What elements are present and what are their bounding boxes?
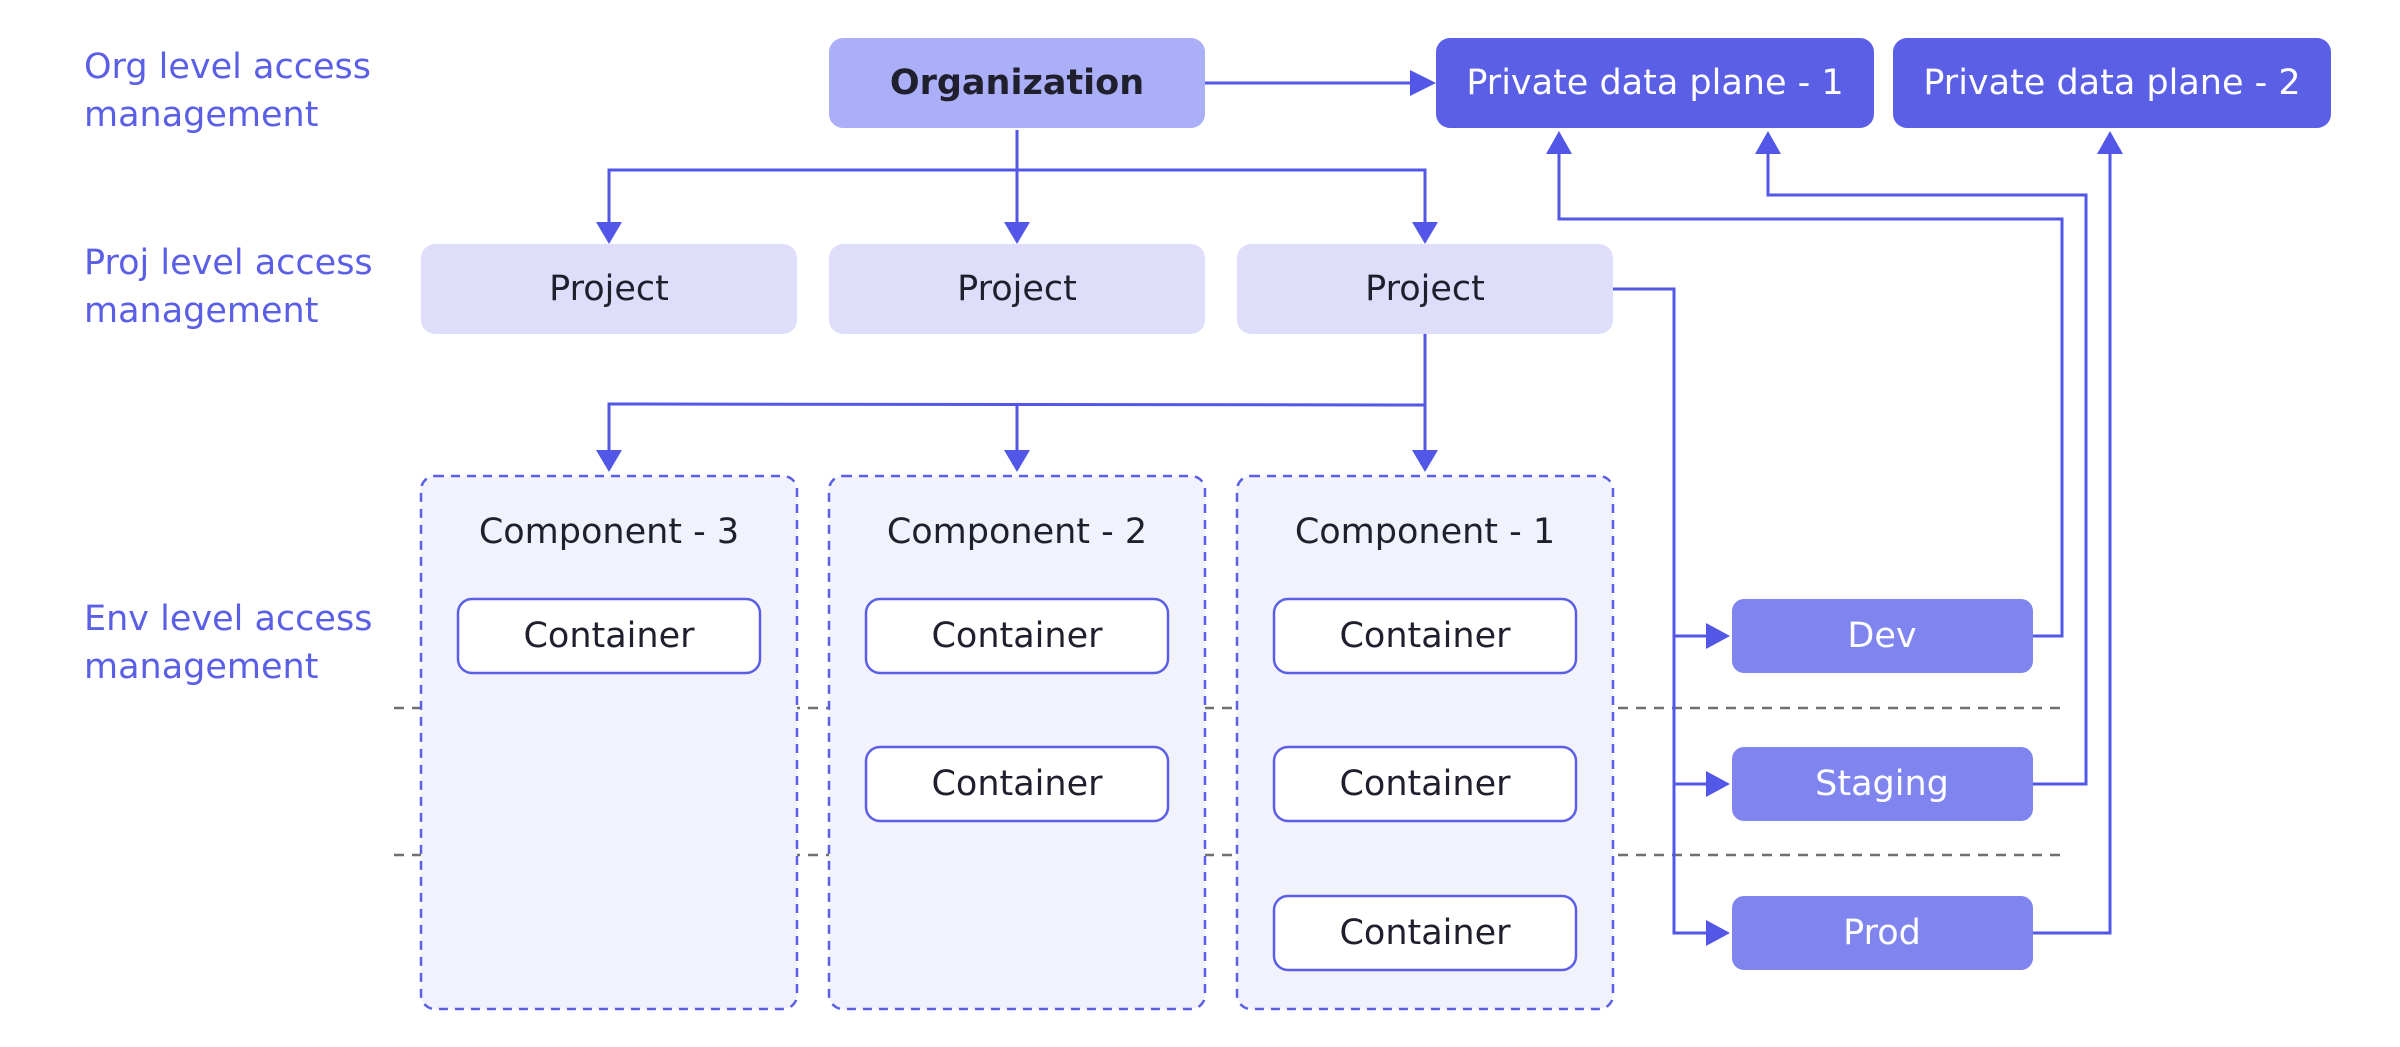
container-label: Container bbox=[1339, 616, 1511, 656]
env-level-label-line2: management bbox=[84, 647, 318, 687]
container-box: Container bbox=[1272, 597, 1578, 675]
component-group-2: Component - 2 bbox=[827, 474, 1207, 1011]
arrowhead-down bbox=[1004, 450, 1030, 472]
container-label: Container bbox=[1339, 764, 1511, 804]
component-title: Component - 3 bbox=[479, 512, 739, 552]
project-label: Project bbox=[1365, 269, 1485, 309]
arrowheads bbox=[596, 70, 2123, 946]
project-to-component-3-line bbox=[607, 402, 1426, 458]
env-dev-node: Dev bbox=[1732, 599, 2033, 673]
connectors bbox=[607, 81, 2112, 935]
proj-level-label-line2: management bbox=[84, 291, 318, 331]
project-label: Project bbox=[957, 269, 1077, 309]
container-box: Container bbox=[864, 745, 1170, 823]
project-node: Project bbox=[829, 244, 1205, 334]
project-label: Project bbox=[549, 269, 669, 309]
component-title: Component - 1 bbox=[1295, 512, 1555, 552]
data-plane-1-node: Private data plane - 1 bbox=[1436, 38, 1874, 128]
project-to-env-trunk-line bbox=[1613, 287, 1712, 935]
arrowhead-up bbox=[1755, 131, 1781, 154]
project-node: Project bbox=[421, 244, 797, 334]
prod-to-plane2-line bbox=[2033, 150, 2112, 935]
org-to-projects-branch-line bbox=[607, 168, 1427, 230]
component-title: Component - 2 bbox=[887, 512, 1147, 552]
container-label: Container bbox=[523, 616, 695, 656]
container-box: Container bbox=[1272, 894, 1578, 972]
arrowhead-right bbox=[1410, 70, 1436, 96]
data-plane-1-label: Private data plane - 1 bbox=[1466, 63, 1843, 103]
env-staging-node: Staging bbox=[1732, 747, 2033, 821]
container-box: Container bbox=[864, 597, 1170, 675]
org-level-label-line1: Org level access bbox=[84, 47, 371, 87]
component-group-3: Component - 3 bbox=[419, 474, 799, 1011]
arrowhead-down bbox=[596, 450, 622, 472]
arrowhead-down bbox=[1412, 450, 1438, 472]
env-level-label-line1: Env level access bbox=[84, 599, 372, 639]
arrowhead-right bbox=[1706, 771, 1730, 797]
arrowhead-up bbox=[1546, 131, 1572, 154]
env-staging-label: Staging bbox=[1815, 764, 1949, 804]
container-box: Container bbox=[1272, 745, 1578, 823]
proj-level-label-line1: Proj level access bbox=[84, 243, 373, 283]
project-node: Project bbox=[1237, 244, 1613, 334]
arrowhead-down bbox=[1004, 222, 1030, 244]
arrowhead-right bbox=[1706, 920, 1730, 946]
data-plane-2-node: Private data plane - 2 bbox=[1893, 38, 2331, 128]
organization-node: Organization bbox=[829, 38, 1205, 128]
arrowhead-up bbox=[2097, 131, 2123, 154]
container-label: Container bbox=[1339, 913, 1511, 953]
dev-to-plane1-line bbox=[1557, 150, 2064, 638]
container-label: Container bbox=[931, 616, 1103, 656]
data-plane-2-label: Private data plane - 2 bbox=[1923, 63, 2300, 103]
staging-to-plane1-line bbox=[1766, 150, 2088, 786]
organization-label: Organization bbox=[890, 63, 1144, 103]
arrowhead-right bbox=[1706, 623, 1730, 649]
org-level-label-line2: management bbox=[84, 95, 318, 135]
container-box: Container bbox=[456, 597, 762, 675]
container-label: Container bbox=[931, 764, 1103, 804]
env-prod-node: Prod bbox=[1732, 896, 2033, 970]
arrowhead-down bbox=[596, 222, 622, 244]
env-prod-label: Prod bbox=[1843, 913, 1921, 953]
arrowhead-down bbox=[1412, 222, 1438, 244]
env-dev-label: Dev bbox=[1847, 616, 1916, 656]
